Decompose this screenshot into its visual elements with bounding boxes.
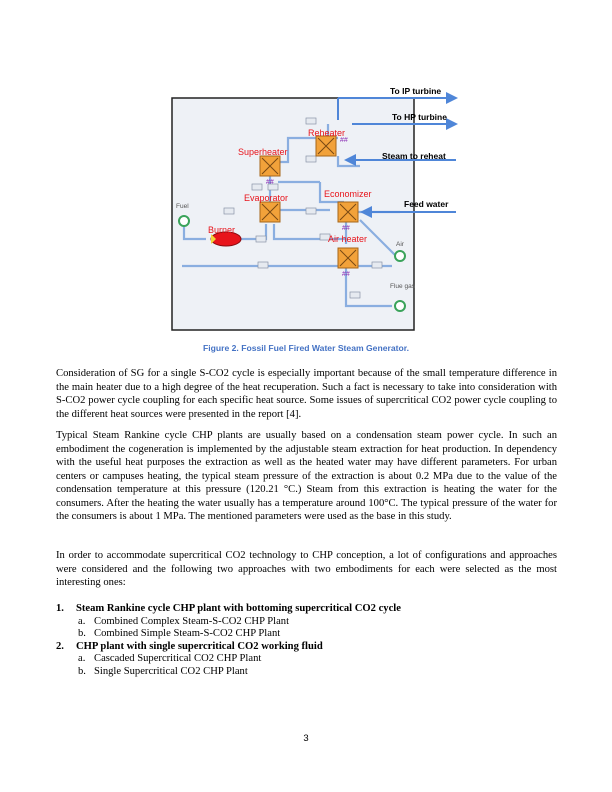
reheater-label: Reheater	[308, 128, 345, 138]
reheater-component: ##	[315, 135, 348, 157]
steam-to-reheat-label: Steam to reheat	[382, 151, 446, 161]
steam-generator-diagram: ## ## ## ##	[171, 86, 458, 331]
list-subitem-letter: b.	[78, 628, 86, 639]
evaporator-component	[259, 201, 281, 223]
flow-arrows	[337, 92, 458, 218]
economizer-label: Economizer	[324, 189, 372, 199]
paragraph-rankine-chp: Typical Steam Rankine cycle CHP plants a…	[56, 430, 557, 522]
list-item-number: 2.	[56, 640, 64, 652]
air-heater-label: Air heater	[328, 234, 367, 244]
economizer-component: ##	[337, 201, 359, 232]
list-item-title: Steam Rankine cycle CHP plant with botto…	[76, 603, 401, 614]
list-item-2: 2. CHP plant with single supercritical CO…	[56, 641, 557, 654]
list-subitem-text: Combined Complex Steam-S-CO2 CHP Plant	[94, 615, 290, 627]
list-subitem-letter: b.	[78, 665, 86, 677]
evaporator-label: Evaporator	[244, 193, 288, 203]
list-item-title: CHP plant with single supercritical CO2 …	[76, 640, 323, 652]
svg-text:##: ##	[266, 179, 274, 186]
list-subitem-2a: a. Cascaded Supercritical CO2 CHP Plant	[56, 653, 557, 666]
list-subitem-text: Combined Simple Steam-S-CO2 CHP Plant	[94, 628, 281, 639]
air-label: Air	[396, 241, 405, 248]
list-subitem-letter: a.	[78, 653, 86, 664]
to-hp-turbine-label: To HP turbine	[392, 112, 447, 122]
list-subitem-1b: b. Combined Simple Steam-S-CO2 CHP Plant	[56, 628, 557, 641]
flue-gas-node	[394, 300, 406, 312]
superheater-component: ##	[259, 155, 281, 186]
feed-water-label: Feed water	[404, 199, 449, 209]
fuel-label: Fuel	[176, 203, 189, 210]
list-subitem-1a: a. Combined Complex Steam-S-CO2 CHP Plant	[56, 616, 557, 629]
list-item-1: 1. Steam Rankine cycle CHP plant with bot…	[56, 603, 557, 616]
air-node	[394, 250, 406, 262]
list-item-number: 1.	[56, 603, 64, 614]
burner-label: Burner	[208, 225, 235, 235]
flue-gas-label: Flue gas	[390, 283, 416, 290]
to-ip-turbine-label: To IP turbine	[390, 86, 441, 96]
paragraph-sg-consideration: Consideration of SG for a single S-CO2 c…	[56, 368, 557, 420]
pipe-connectors	[223, 117, 383, 299]
superheater-label: Superheater	[238, 147, 288, 157]
approaches-list: 1. Steam Rankine cycle CHP plant with bot…	[56, 603, 557, 678]
svg-text:##: ##	[342, 225, 350, 232]
fuel-node	[178, 215, 190, 227]
svg-text:##: ##	[342, 271, 350, 278]
list-subitem-text: Single Supercritical CO2 CHP Plant	[94, 665, 248, 677]
paragraph-approaches: In order to accommodate supercritical CO…	[56, 550, 557, 588]
list-subitem-letter: a.	[78, 615, 86, 627]
diagram-panel	[171, 97, 415, 331]
burner-component	[210, 231, 242, 247]
figure: ## ## ## ##	[170, 84, 470, 334]
air-heater-component: ##	[337, 247, 359, 278]
list-subitem-text: Cascaded Supercritical CO2 CHP Plant	[94, 653, 262, 664]
list-subitem-2b: b. Single Supercritical CO2 CHP Plant	[56, 666, 557, 679]
page-number: 3	[303, 733, 309, 744]
figure-caption: Figure 2. Fossil Fuel Fired Water Steam …	[203, 343, 409, 353]
svg-text:##: ##	[340, 137, 348, 144]
